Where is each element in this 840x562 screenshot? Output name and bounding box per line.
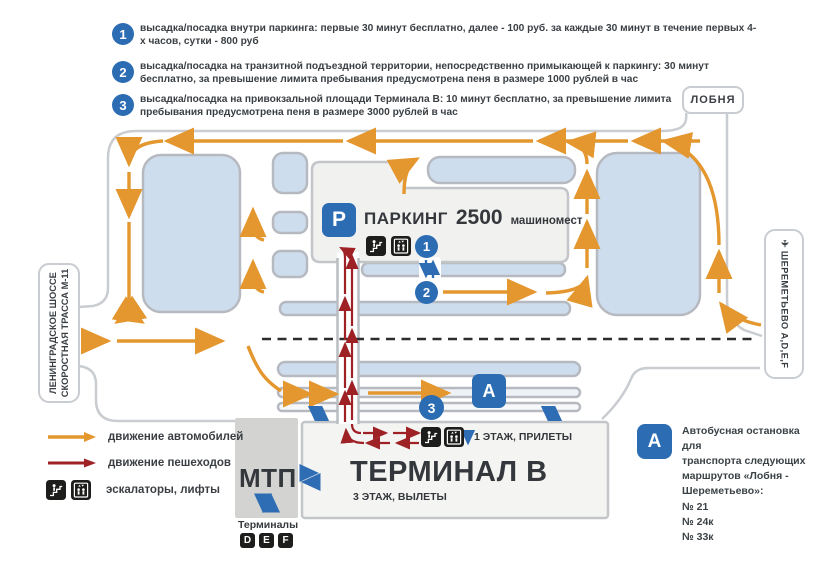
zone-slat [271, 210, 309, 235]
note-1-badge: 1 [112, 23, 134, 45]
terminal-d-chip: D [240, 533, 255, 548]
plane-icon: ✈ [779, 239, 790, 248]
terminals-def-label: Терминалы [238, 519, 299, 531]
legend-pedestrian-movement: движение пешеходов [46, 456, 231, 470]
note-2-badge: 2 [112, 61, 134, 83]
parking-capacity: 2500 [455, 206, 503, 229]
terminal-e-chip: E [259, 533, 274, 548]
terminal-b-title: ТЕРМИНАЛ В [350, 456, 548, 488]
car-routes [80, 127, 762, 408]
escalator-icon [365, 235, 387, 257]
legend-car-movement: движение автомобилей [46, 430, 243, 444]
escalator-elevator-icons [45, 479, 92, 501]
note-1-text: высадка/посадка внутри паркинга: первые … [140, 23, 757, 47]
mtp-label: МТП [239, 463, 297, 493]
floor1-arrivals-label: 1 ЭТАЖ, ПРИЛЕТЫ [474, 431, 573, 443]
bus-stop-map-badge: А [472, 374, 506, 408]
bus-routes-list: № 21 № 24к № 33к [682, 500, 714, 545]
elevator-icon [390, 235, 412, 257]
elevator-icon [443, 426, 465, 448]
escalator-icon [420, 426, 442, 448]
lobnya-road-label: ЛОБНЯ [682, 86, 744, 114]
zone-row [276, 360, 582, 378]
mtp-building [235, 418, 298, 518]
legend-escalators-elevators: эскалаторы, лифты [44, 479, 220, 501]
car-arrow-icon [48, 432, 96, 442]
bus-stop-description: Автобусная остановка для транспорта след… [682, 425, 806, 497]
note-2-text: высадка/посадка на транзитной подъездной… [140, 61, 710, 85]
floor3-departures-label: 3 ЭТАЖ, ВЫЛЕТЫ [353, 491, 447, 503]
lobnya-label-text: ЛОБНЯ [690, 94, 736, 106]
leningradskoe-highway-label: ЛЕНИНГРАДСКОЕ ШОССЕ СКОРОСТНАЯ ТРАССА М-… [38, 263, 80, 403]
sheremetyevo-label-text: ✈ ШЕРЕМЕТЬЕВО A,D,E,F [779, 239, 790, 369]
zone-slat [271, 249, 309, 279]
parking-name: ПАРКИНГ [364, 209, 448, 228]
zone-block-right [595, 151, 702, 317]
zone-slat [271, 151, 309, 195]
terminal-f-chip: F [278, 533, 293, 548]
bus-route: № 33к [682, 531, 714, 543]
bus-stop-badge: А [637, 424, 672, 459]
map-point-1: 1 [415, 235, 438, 258]
parking-capacity-units: машиномест [510, 215, 583, 227]
zone-block-left [141, 153, 242, 314]
parking-title: ПАРКИНГ 2500 машиномест [364, 206, 583, 230]
highway-label-text: ЛЕНИНГРАДСКОЕ ШОССЕ СКОРОСТНАЯ ТРАССА М-… [48, 268, 70, 398]
bus-route: № 24к [682, 516, 714, 528]
zone-row [360, 261, 567, 278]
passenger-flows [254, 259, 563, 513]
parking-p-icon: P [322, 203, 356, 237]
note-3-badge: 3 [112, 94, 134, 116]
zone-slat [426, 155, 577, 185]
map-point-2: 2 [415, 281, 438, 304]
pedestrian-arrow-icon [48, 458, 96, 468]
note-3-text: высадка/посадка на привокзальной площади… [140, 94, 672, 118]
map-point-3: 3 [419, 395, 444, 420]
pedestrian-routes [338, 247, 422, 450]
sheremetyevo-road-label: ✈ ШЕРЕМЕТЬЕВО A,D,E,F [764, 229, 804, 379]
bus-route: № 21 [682, 501, 709, 513]
